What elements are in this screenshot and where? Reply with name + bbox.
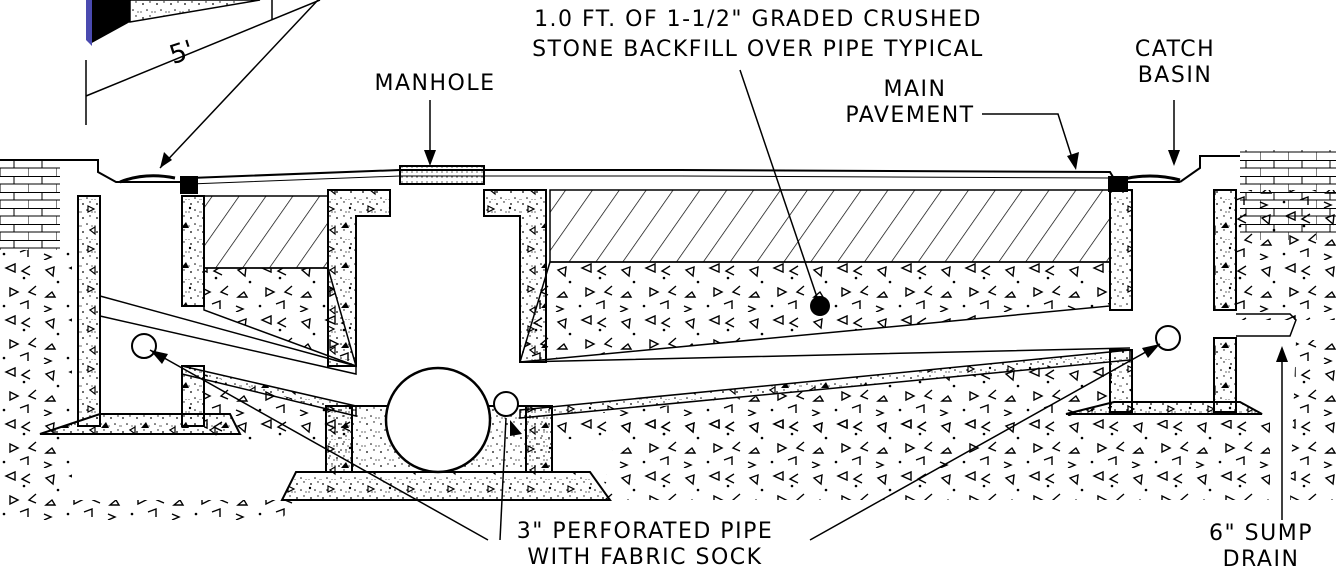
backfill-label-line2: STONE BACKFILL OVER PIPE TYPICAL [532, 37, 984, 62]
slab-leader-arrow [160, 152, 172, 168]
slab-edge [86, 0, 92, 46]
perforated-leader-center [499, 417, 507, 541]
arrowheads [150, 150, 1288, 436]
backfill-leader [739, 69, 821, 307]
sump-drain-label-line2: DRAIN [1222, 547, 1300, 572]
slab-leader [159, 0, 319, 169]
main-pavement-leader [982, 113, 1075, 165]
manhole-structure [99, 189, 1131, 440]
perforated-pipe-left [131, 333, 157, 359]
perforated-pipe-center [493, 391, 519, 417]
joint-block [90, 0, 130, 44]
perforated-pipe-label-line2: WITH FABRIC SOCK [527, 545, 763, 570]
slab-top [129, 0, 261, 23]
left-pavement-block [0, 160, 60, 250]
dim-line [85, 0, 321, 97]
curb-right [1108, 176, 1128, 192]
perforated-pipe-right [1155, 325, 1181, 351]
native-ground [0, 190, 1336, 520]
leaders [149, 69, 1283, 541]
curb-left [180, 176, 198, 194]
perforated-pipes [131, 296, 1181, 417]
main-pavement-label-line2: PAVEMENT [845, 103, 975, 128]
manhole-cover [399, 165, 485, 185]
main-drain-pipe [384, 366, 492, 474]
perforated-leader-right [809, 343, 1161, 541]
catch-basin-label-line1: CATCH [1134, 37, 1216, 62]
perforated-pipe-label-line1: 3" PERFORATED PIPE [516, 519, 774, 544]
manhole-label: MANHOLE [374, 71, 496, 96]
catch-basin-label-line2: BASIN [1137, 63, 1213, 88]
right-basin [1065, 189, 1297, 415]
backfill-label-line1: 1.0 FT. OF 1-1/2" GRADED CRUSHED [534, 7, 982, 32]
slab-detail [85, 0, 321, 169]
base-course [203, 189, 1111, 368]
sump-drain-label-line1: 6" SUMP [1209, 521, 1313, 546]
main-pavement-label-line1: MAIN [883, 77, 947, 102]
perforated-leader-left [149, 349, 489, 541]
sump-drain-pipe [1236, 313, 1297, 337]
